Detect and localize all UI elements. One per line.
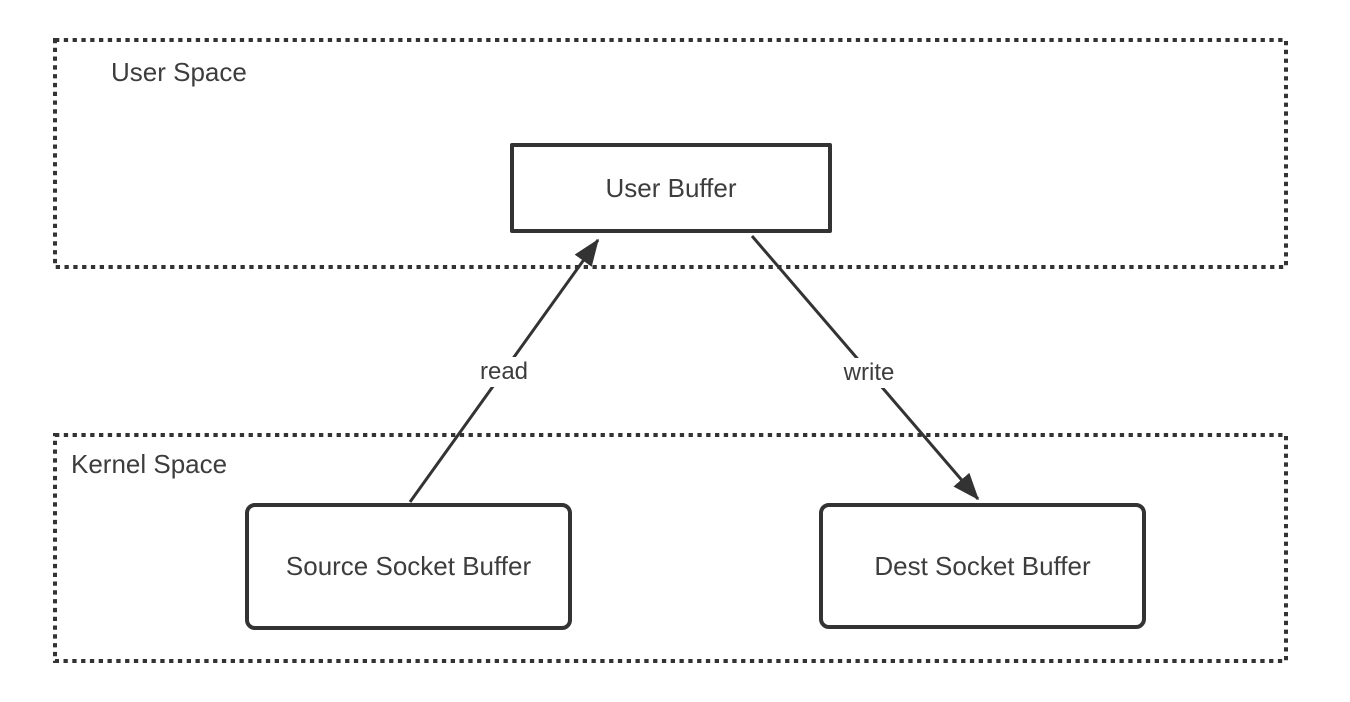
kernel-space-label: Kernel Space <box>71 449 228 479</box>
node-user-buffer: User Buffer <box>510 143 832 233</box>
node-source-socket-buffer: Source Socket Buffer <box>245 503 572 630</box>
edge-label-read: read <box>472 357 536 387</box>
node-user-buffer-label: User Buffer <box>605 172 737 203</box>
node-dest-socket-buffer-label: Dest Socket Buffer <box>874 550 1091 581</box>
user-space-label: User Space <box>111 57 247 87</box>
node-dest-socket-buffer: Dest Socket Buffer <box>819 503 1146 629</box>
edge-label-write: write <box>836 358 902 388</box>
node-source-socket-buffer-label: Source Socket Buffer <box>285 551 532 581</box>
